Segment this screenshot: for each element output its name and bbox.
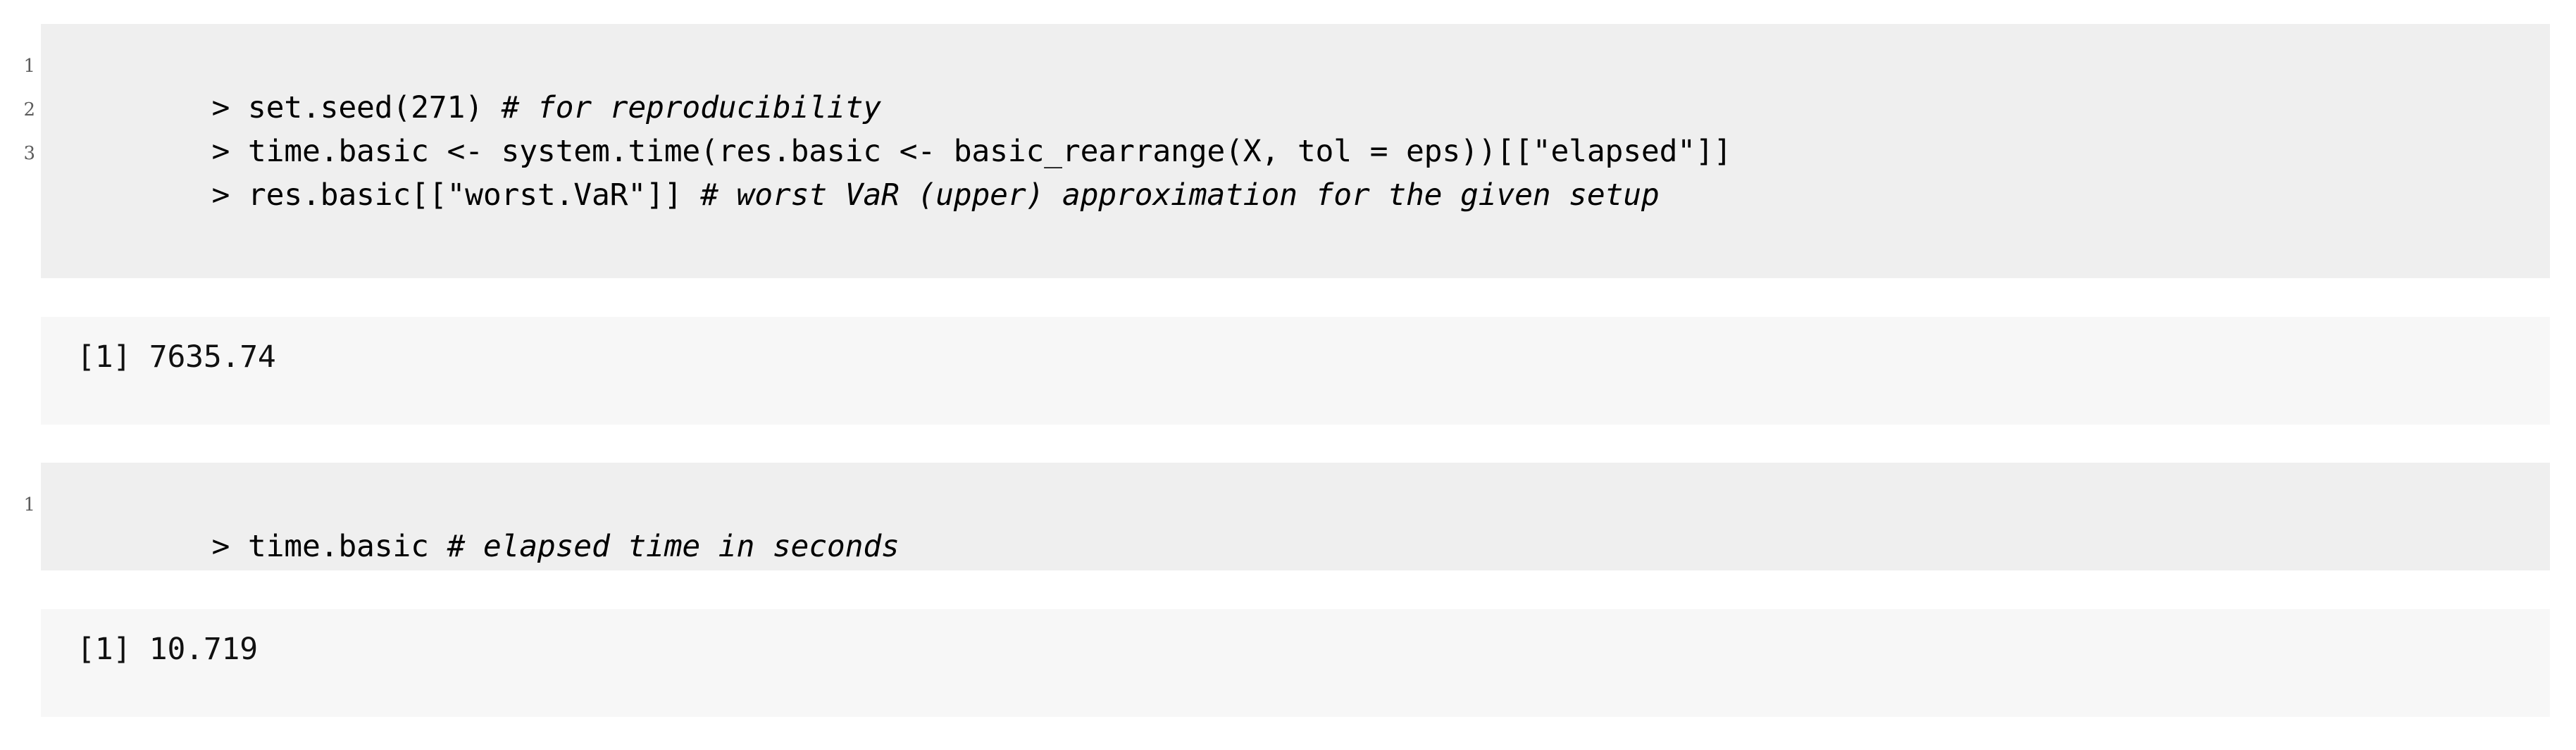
code-line[interactable]: 2 > time.basic <- system.time(res.basic <… <box>23 86 2550 169</box>
prompt-symbol: > <box>211 177 248 213</box>
output-line-list: [1] 10.719 <box>41 609 2550 689</box>
output-line-list: [1] 7635.74 <box>41 317 2550 397</box>
code-line[interactable]: 3 > res.basic[["worst.VaR"]] # worst VaR … <box>23 130 2550 213</box>
code-line[interactable]: 1 > time.basic # elapsed time in seconds <box>23 481 2550 564</box>
code-line[interactable]: 1 > set.seed(271) # for reproducibility <box>23 42 2550 125</box>
code-text: set.seed(271) <box>247 90 502 125</box>
prompt-symbol: > <box>211 529 248 564</box>
code-line-list: 1 > time.basic # elapsed time in seconds <box>23 463 2550 564</box>
output-line: [1] 7635.74 <box>77 339 276 375</box>
prompt-symbol: > <box>211 90 248 125</box>
line-number: 1 <box>23 56 35 77</box>
code-comment: # worst VaR (upper) approximation for th… <box>700 177 1660 213</box>
prompt-symbol: > <box>211 134 248 169</box>
code-text: time.basic <box>247 529 447 564</box>
output-block-2: [1] 10.719 <box>41 609 2550 717</box>
code-text: time.basic <- system.time(res.basic <- b… <box>247 134 1732 169</box>
output-block-1: [1] 7635.74 <box>41 317 2550 425</box>
code-block-2: 1 > time.basic # elapsed time in seconds <box>23 463 2550 570</box>
code-comment: # elapsed time in seconds <box>447 529 900 564</box>
line-number: 3 <box>23 143 35 164</box>
code-text: res.basic[["worst.VaR"]] <box>247 177 701 213</box>
code-comment: # for reproducibility <box>501 90 882 125</box>
code-line-list: 1 > set.seed(271) # for reproducibility 2… <box>23 24 2550 213</box>
output-line: [1] 10.719 <box>77 632 258 667</box>
line-number: 2 <box>23 99 35 120</box>
line-number: 1 <box>23 494 35 515</box>
code-block-1: 1 > set.seed(271) # for reproducibility 2… <box>23 24 2550 278</box>
